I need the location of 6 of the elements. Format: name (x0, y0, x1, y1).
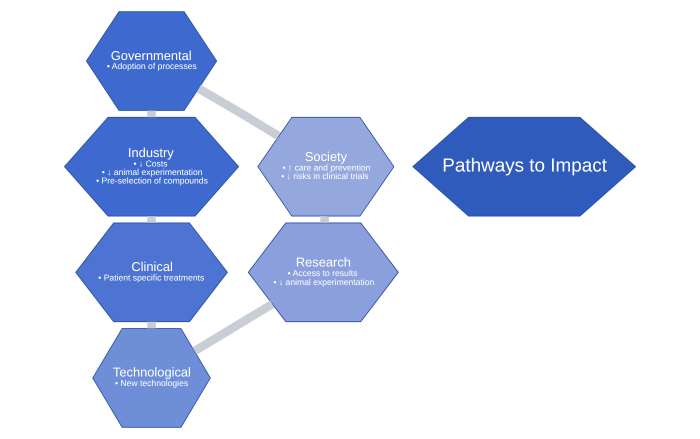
connector (320, 216, 329, 223)
connector (147, 216, 156, 223)
connector (147, 110, 156, 118)
connector (147, 322, 156, 328)
connector (192, 300, 274, 355)
connector (196, 84, 281, 140)
